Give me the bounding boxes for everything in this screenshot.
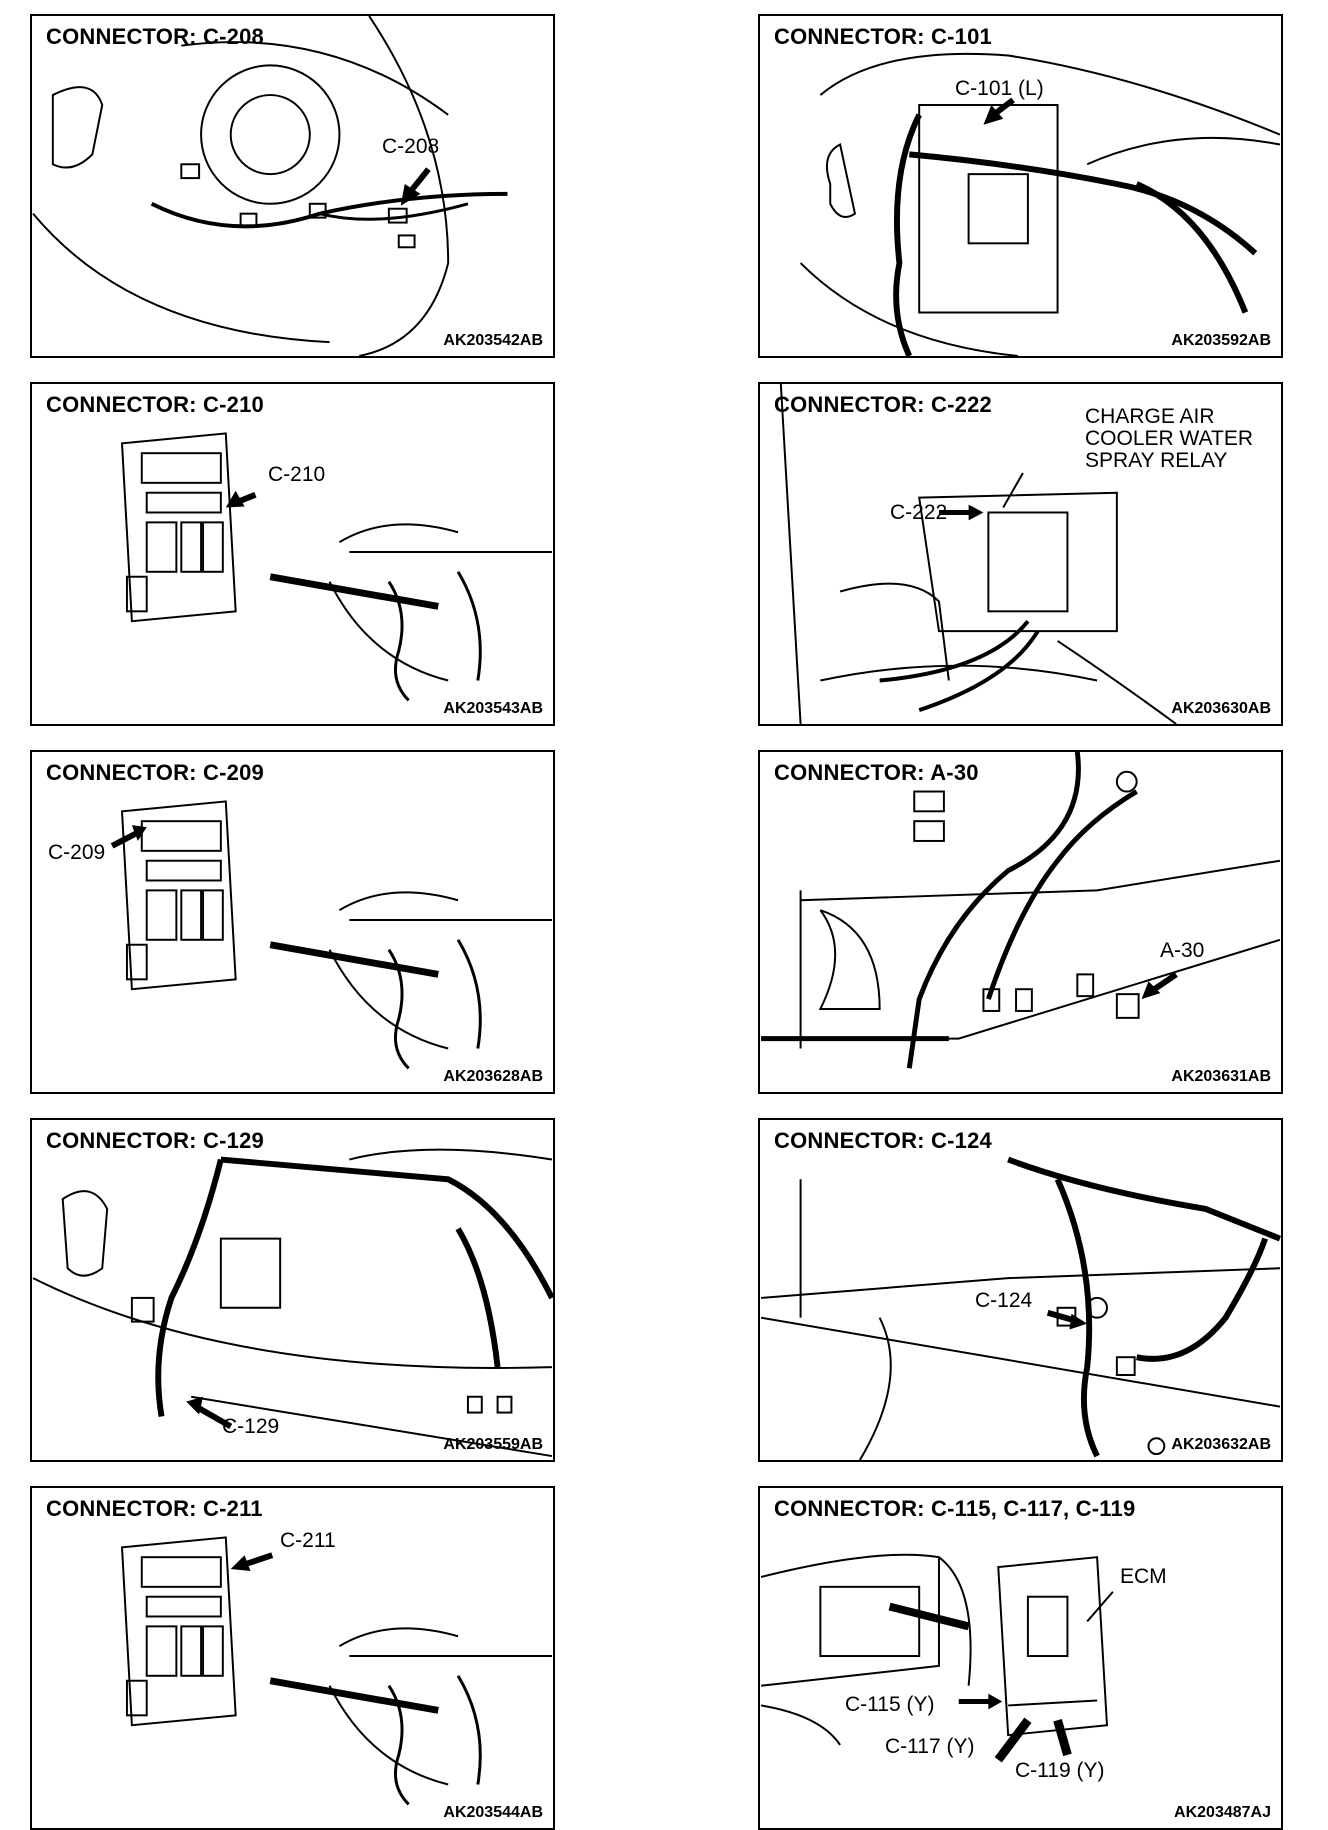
panel-title: CONNECTOR: C-101 — [774, 24, 992, 49]
connector-label-a30: A-30 — [1160, 939, 1205, 962]
panel-title: CONNECTOR: C-222 — [774, 392, 992, 417]
figure-code: AK203544AB — [443, 1804, 543, 1821]
figure-code: AK203630AB — [1171, 700, 1271, 717]
panel-title: CONNECTOR: C-129 — [46, 1128, 264, 1153]
ecm-illustration — [760, 1553, 1114, 1763]
panel-c124: CONNECTOR: C-124 C-124 AK203632AB — [758, 1118, 1283, 1462]
connector-label-c119: C-119 (Y) — [1015, 1759, 1105, 1782]
relay-box-illustration — [779, 384, 1177, 724]
connector-label-c211: C-211 — [280, 1529, 336, 1552]
panel-c129: CONNECTOR: C-129 C-129 AK203559AB — [30, 1118, 555, 1462]
figure-code: AK203559AB — [443, 1436, 543, 1453]
connector-label-c222: C-222 — [890, 501, 948, 524]
connector-label-c117: C-117 (Y) — [885, 1735, 975, 1758]
dash-harness-illustration — [799, 52, 1281, 356]
panel-c115-c117-c119: CONNECTOR: C-115, C-117, C-119 ECM C-115… — [758, 1486, 1283, 1830]
figure-code: AK203592AB — [1171, 332, 1271, 349]
connector-label-c208: C-208 — [382, 135, 440, 158]
panel-title: CONNECTOR: C-124 — [774, 1128, 992, 1153]
panel-c211: CONNECTOR: C-211 C-211 AK203544AB — [30, 1486, 555, 1830]
connector-label-c209: C-209 — [48, 841, 106, 864]
connector-label-c115: C-115 (Y) — [845, 1693, 935, 1716]
panel-title: CONNECTOR: C-209 — [46, 760, 264, 785]
panel-c209: CONNECTOR: C-209 C-209 AK203628AB — [30, 750, 555, 1094]
panel-title: CONNECTOR: A-30 — [774, 760, 979, 785]
panel-c208: CONNECTOR: C-208 C-208 AK203542AB — [30, 14, 555, 358]
connector-label-c129: C-129 — [222, 1415, 280, 1438]
panel-title: CONNECTOR: C-210 — [46, 392, 264, 417]
figure-code: AK203628AB — [443, 1068, 543, 1085]
figure-code: AK203543AB — [443, 700, 543, 717]
panel-title: CONNECTOR: C-211 — [46, 1496, 263, 1521]
panel-c210: CONNECTOR: C-210 C-210 AK203543AB — [30, 382, 555, 726]
connector-label-c210: C-210 — [268, 463, 326, 486]
dash-harness-illustration — [32, 1148, 553, 1458]
figure-code: AK203631AB — [1171, 1068, 1271, 1085]
panel-title: CONNECTOR: C-208 — [46, 24, 264, 49]
junction-block-illustration — [120, 1536, 552, 1806]
junction-block-illustration — [120, 432, 552, 702]
panel-c101: CONNECTOR: C-101 C-101 (L) AK203592AB — [758, 14, 1283, 358]
connector-label-c124: C-124 — [975, 1289, 1033, 1312]
kick-panel-illustration — [761, 752, 1281, 1069]
panel-a30: CONNECTOR: A-30 A-30 AK203631AB — [758, 750, 1283, 1094]
relay-label: CHARGE AIR COOLER WATER SPRAY RELAY — [1085, 405, 1254, 473]
figure-code: AK203487AJ — [1174, 1804, 1271, 1821]
junction-block-illustration — [110, 800, 552, 1070]
figure-code: AK203542AB — [443, 332, 543, 349]
connector-label-c101: C-101 (L) — [955, 77, 1044, 100]
steering-column-illustration — [32, 16, 508, 356]
panel-title: CONNECTOR: C-115, C-117, C-119 — [774, 1496, 1136, 1521]
panel-c222: CONNECTOR: C-222 C-222 CHARGE AIR COOLER… — [758, 382, 1283, 726]
ecm-label: ECM — [1120, 1565, 1167, 1588]
dash-harness-illustration — [760, 1156, 1281, 1460]
figure-code: AK203632AB — [1171, 1436, 1271, 1453]
